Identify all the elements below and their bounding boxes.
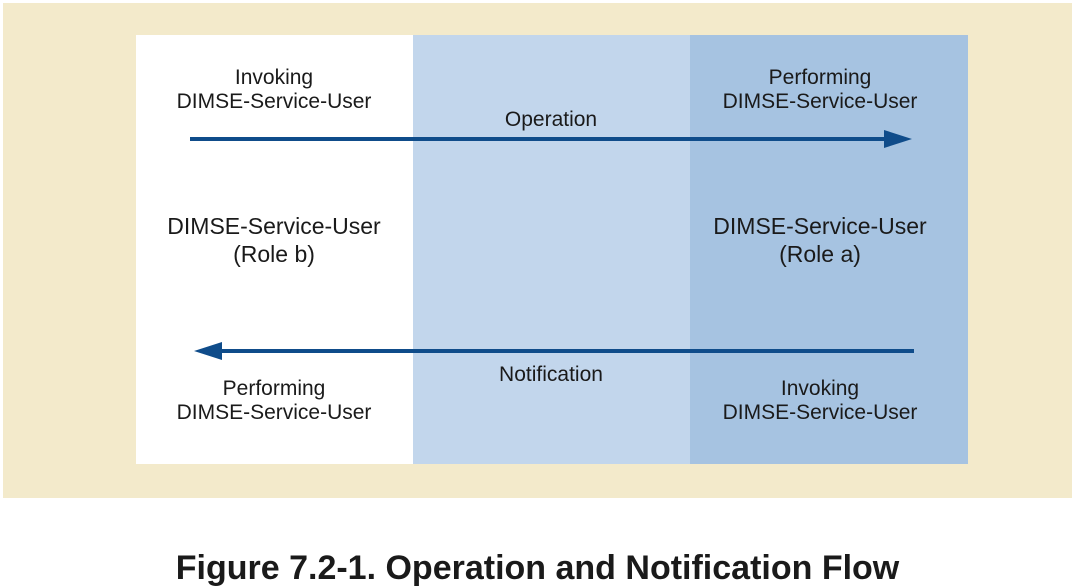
bottom-right-label: Invoking DIMSE-Service-User <box>723 377 918 425</box>
bottom-left-label-line2: DIMSE-Service-User <box>176 401 372 424</box>
left-panel <box>136 35 413 464</box>
bottom-left-label-line1: Performing <box>222 377 326 400</box>
role-left-label-line2: (Role b) <box>233 241 315 267</box>
role-right-label: DIMSE-Service-User (Role a) <box>713 212 926 268</box>
top-left-label-line2: DIMSE-Service-User <box>176 90 372 113</box>
role-right-label-line2: (Role a) <box>779 241 861 267</box>
role-right-label-line1: DIMSE-Service-User <box>713 213 927 239</box>
middle-panel <box>413 35 690 464</box>
bottom-right-label-line2: DIMSE-Service-User <box>722 401 918 424</box>
top-left-label: Invoking DIMSE-Service-User <box>177 66 372 114</box>
role-left-label: DIMSE-Service-User (Role b) <box>167 212 380 268</box>
bottom-right-label-line1: Invoking <box>780 377 860 400</box>
top-right-label-line1: Performing <box>768 66 872 89</box>
top-right-label: Performing DIMSE-Service-User <box>723 66 918 114</box>
notification-label: Notification <box>499 363 603 386</box>
right-panel <box>690 35 968 464</box>
operation-label: Operation <box>504 108 598 131</box>
role-left-label-line1: DIMSE-Service-User <box>167 213 381 239</box>
top-right-label-line2: DIMSE-Service-User <box>722 90 918 113</box>
bottom-left-label: Performing DIMSE-Service-User <box>177 377 372 425</box>
top-left-label-line1: Invoking <box>234 66 314 89</box>
figure-caption: Figure 7.2-1. Operation and Notification… <box>175 549 900 587</box>
